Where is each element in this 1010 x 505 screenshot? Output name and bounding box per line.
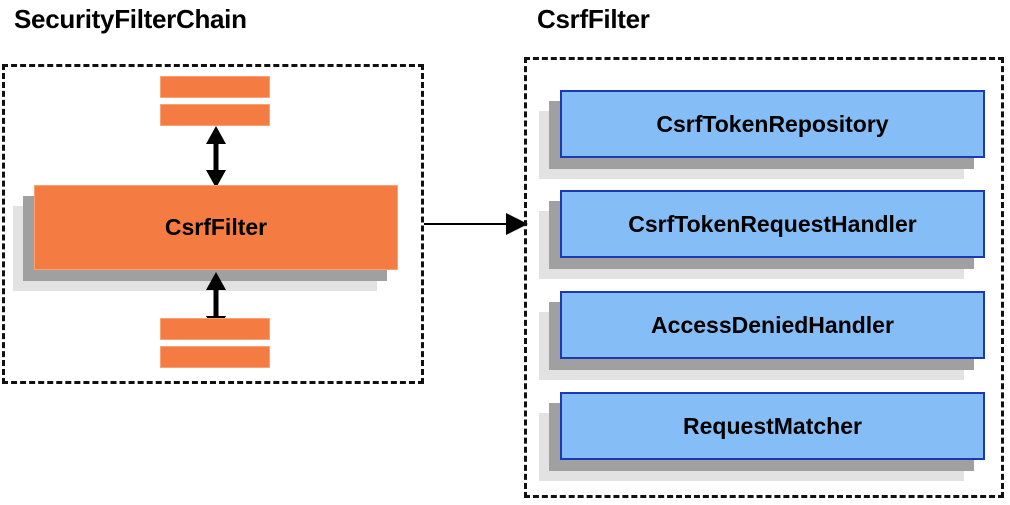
collaborator-box-csrf-token-request-handler[interactable]: CsrfTokenRequestHandler bbox=[560, 190, 985, 258]
filter-stub-bottom-1 bbox=[160, 318, 270, 340]
collaborator-stack-1: CsrfTokenRepository bbox=[539, 90, 985, 179]
collaborator-stack-3: AccessDeniedHandler bbox=[539, 291, 985, 380]
collaborator-stack-2: CsrfTokenRequestHandler bbox=[539, 190, 985, 279]
filter-stub-bottom-2 bbox=[160, 346, 270, 368]
csrf-filter-box[interactable]: CsrfFilter bbox=[34, 185, 398, 270]
collaborator-label-1: CsrfTokenRepository bbox=[656, 110, 889, 137]
collaborator-label-3: AccessDeniedHandler bbox=[651, 311, 894, 338]
panel-csrf-filter bbox=[524, 57, 1004, 498]
csrf-filter-expansion-arrow bbox=[424, 213, 528, 235]
filter-stub-top-2 bbox=[160, 104, 270, 126]
panel-title-security-filter-chain: SecurityFilterChain bbox=[14, 4, 247, 34]
csrf-filter-box-stack: CsrfFilter bbox=[13, 185, 398, 291]
collaborator-box-access-denied-handler[interactable]: AccessDeniedHandler bbox=[560, 291, 985, 359]
collaborator-box-csrf-token-repository[interactable]: CsrfTokenRepository bbox=[560, 90, 985, 158]
panel-title-csrf-filter: CsrfFilter bbox=[537, 4, 650, 34]
filter-stub-top-1 bbox=[160, 76, 270, 98]
panel-security-filter-chain bbox=[2, 64, 424, 384]
collaborator-box-request-matcher[interactable]: RequestMatcher bbox=[560, 392, 985, 460]
collaborator-label-2: CsrfTokenRequestHandler bbox=[628, 210, 917, 237]
collaborator-label-4: RequestMatcher bbox=[683, 412, 862, 439]
collaborator-stack-4: RequestMatcher bbox=[539, 392, 985, 481]
bidirectional-arrow-top bbox=[206, 126, 226, 188]
csrf-filter-box-label: CsrfFilter bbox=[164, 214, 268, 240]
